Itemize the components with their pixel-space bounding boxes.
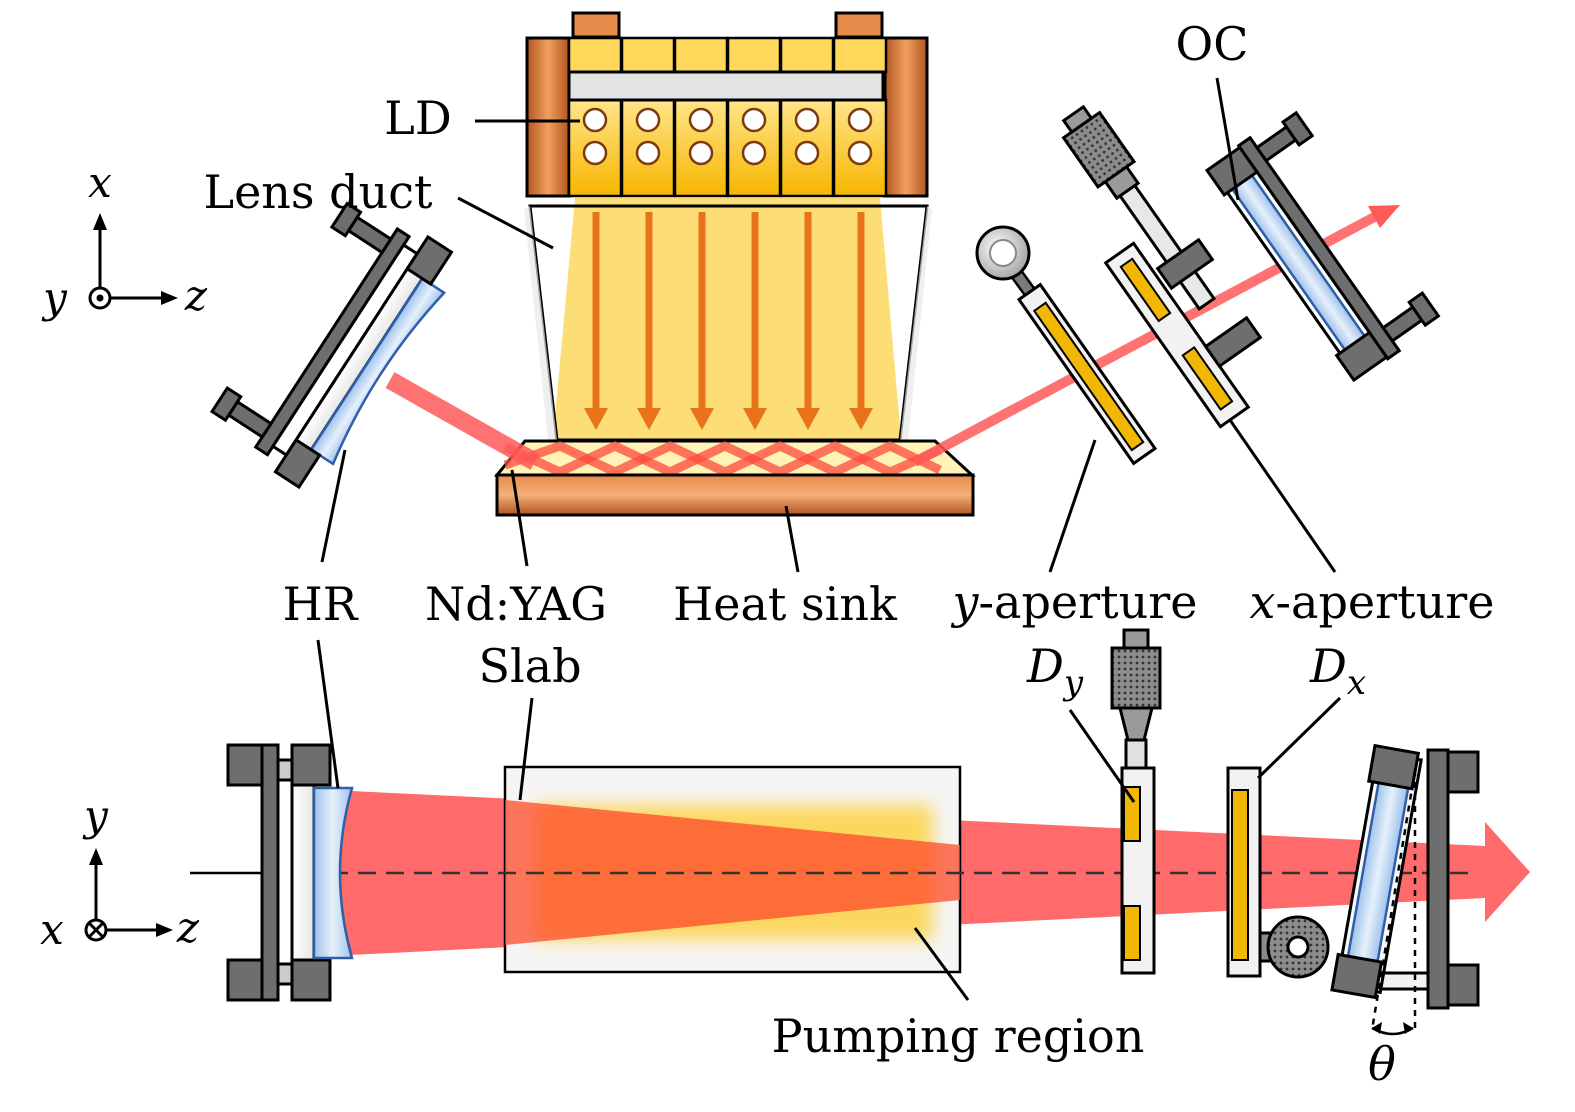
axis-top-x-label: x — [88, 158, 112, 207]
pump-arrow-head — [584, 408, 608, 430]
oc-mirror-top — [1204, 110, 1441, 383]
axis-top-z-label: z — [184, 271, 208, 320]
beam-arrowhead-top — [1368, 205, 1400, 228]
diode-emitter — [794, 107, 820, 133]
diode-bars — [567, 36, 888, 198]
diode-emitter — [794, 140, 820, 166]
heat-sink — [495, 473, 975, 517]
pump-arrow-head — [690, 408, 714, 430]
zigzag-beam — [503, 441, 942, 477]
pump-arrow-head — [849, 408, 873, 430]
hr-mirror-top — [209, 201, 454, 490]
diode-emitter — [741, 140, 767, 166]
diode-emitter — [847, 107, 873, 133]
pump-arrow-head — [743, 408, 767, 430]
label-oc: OC — [1176, 17, 1249, 71]
label-pumping-region: Pumping region — [772, 1009, 1145, 1063]
label-x-aperture: x-aperture — [1250, 575, 1495, 629]
diode-emitter — [635, 140, 661, 166]
x-aperture-side — [1226, 766, 1330, 979]
label-slab: Slab — [478, 639, 581, 693]
y-aperture-side — [1110, 628, 1162, 975]
diode-emitter — [688, 107, 714, 133]
axes-bottom: y x z — [40, 791, 200, 954]
axis-top-y-label: y — [41, 273, 68, 322]
diode-bar-top — [567, 36, 623, 74]
slab-side — [503, 765, 962, 974]
oc-mirror-side — [1330, 743, 1480, 1036]
axis-bottom-x-label: x — [40, 905, 64, 954]
label-theta: θ — [1368, 1037, 1396, 1091]
leader-lines-top — [320, 77, 1337, 573]
diode-emitter — [635, 107, 661, 133]
diode-emitter — [688, 140, 714, 166]
axes-top: x y z — [41, 158, 208, 322]
laser-diode-stack — [525, 11, 929, 198]
pump-light — [552, 198, 902, 450]
axis-bottom-y-label: y — [82, 791, 109, 840]
label-y-aperture: y-aperture — [951, 575, 1198, 629]
diode-bar-top — [832, 36, 888, 74]
beam-to-hr — [385, 372, 540, 470]
hr-mirror-side — [226, 743, 354, 1002]
diode-bar-top — [673, 36, 729, 74]
diode-bar-top — [620, 36, 676, 74]
leader-lines-side — [316, 639, 1342, 1001]
axis-bottom-z-label: z — [176, 903, 200, 952]
x-aperture-top — [1061, 104, 1263, 429]
pump-arrow-head — [637, 408, 661, 430]
label-heat-sink: Heat sink — [673, 577, 898, 631]
label-lens-duct: Lens duct — [204, 165, 433, 219]
diode-emitter — [741, 107, 767, 133]
diode-emitter — [847, 140, 873, 166]
label-dy: Dy — [1026, 639, 1084, 703]
pump-arrow-head — [796, 408, 820, 430]
diode-bar-top — [779, 36, 835, 74]
label-hr: HR — [283, 577, 359, 631]
diode-bar-top — [726, 36, 782, 74]
pump-arrows — [584, 212, 873, 430]
label-ndyag: Nd:YAG — [425, 577, 607, 631]
label-dx: Dx — [1309, 639, 1366, 703]
diode-emitter — [582, 107, 608, 133]
label-ld: LD — [384, 91, 451, 145]
diode-emitter — [582, 140, 608, 166]
y-aperture-top — [975, 225, 1158, 466]
